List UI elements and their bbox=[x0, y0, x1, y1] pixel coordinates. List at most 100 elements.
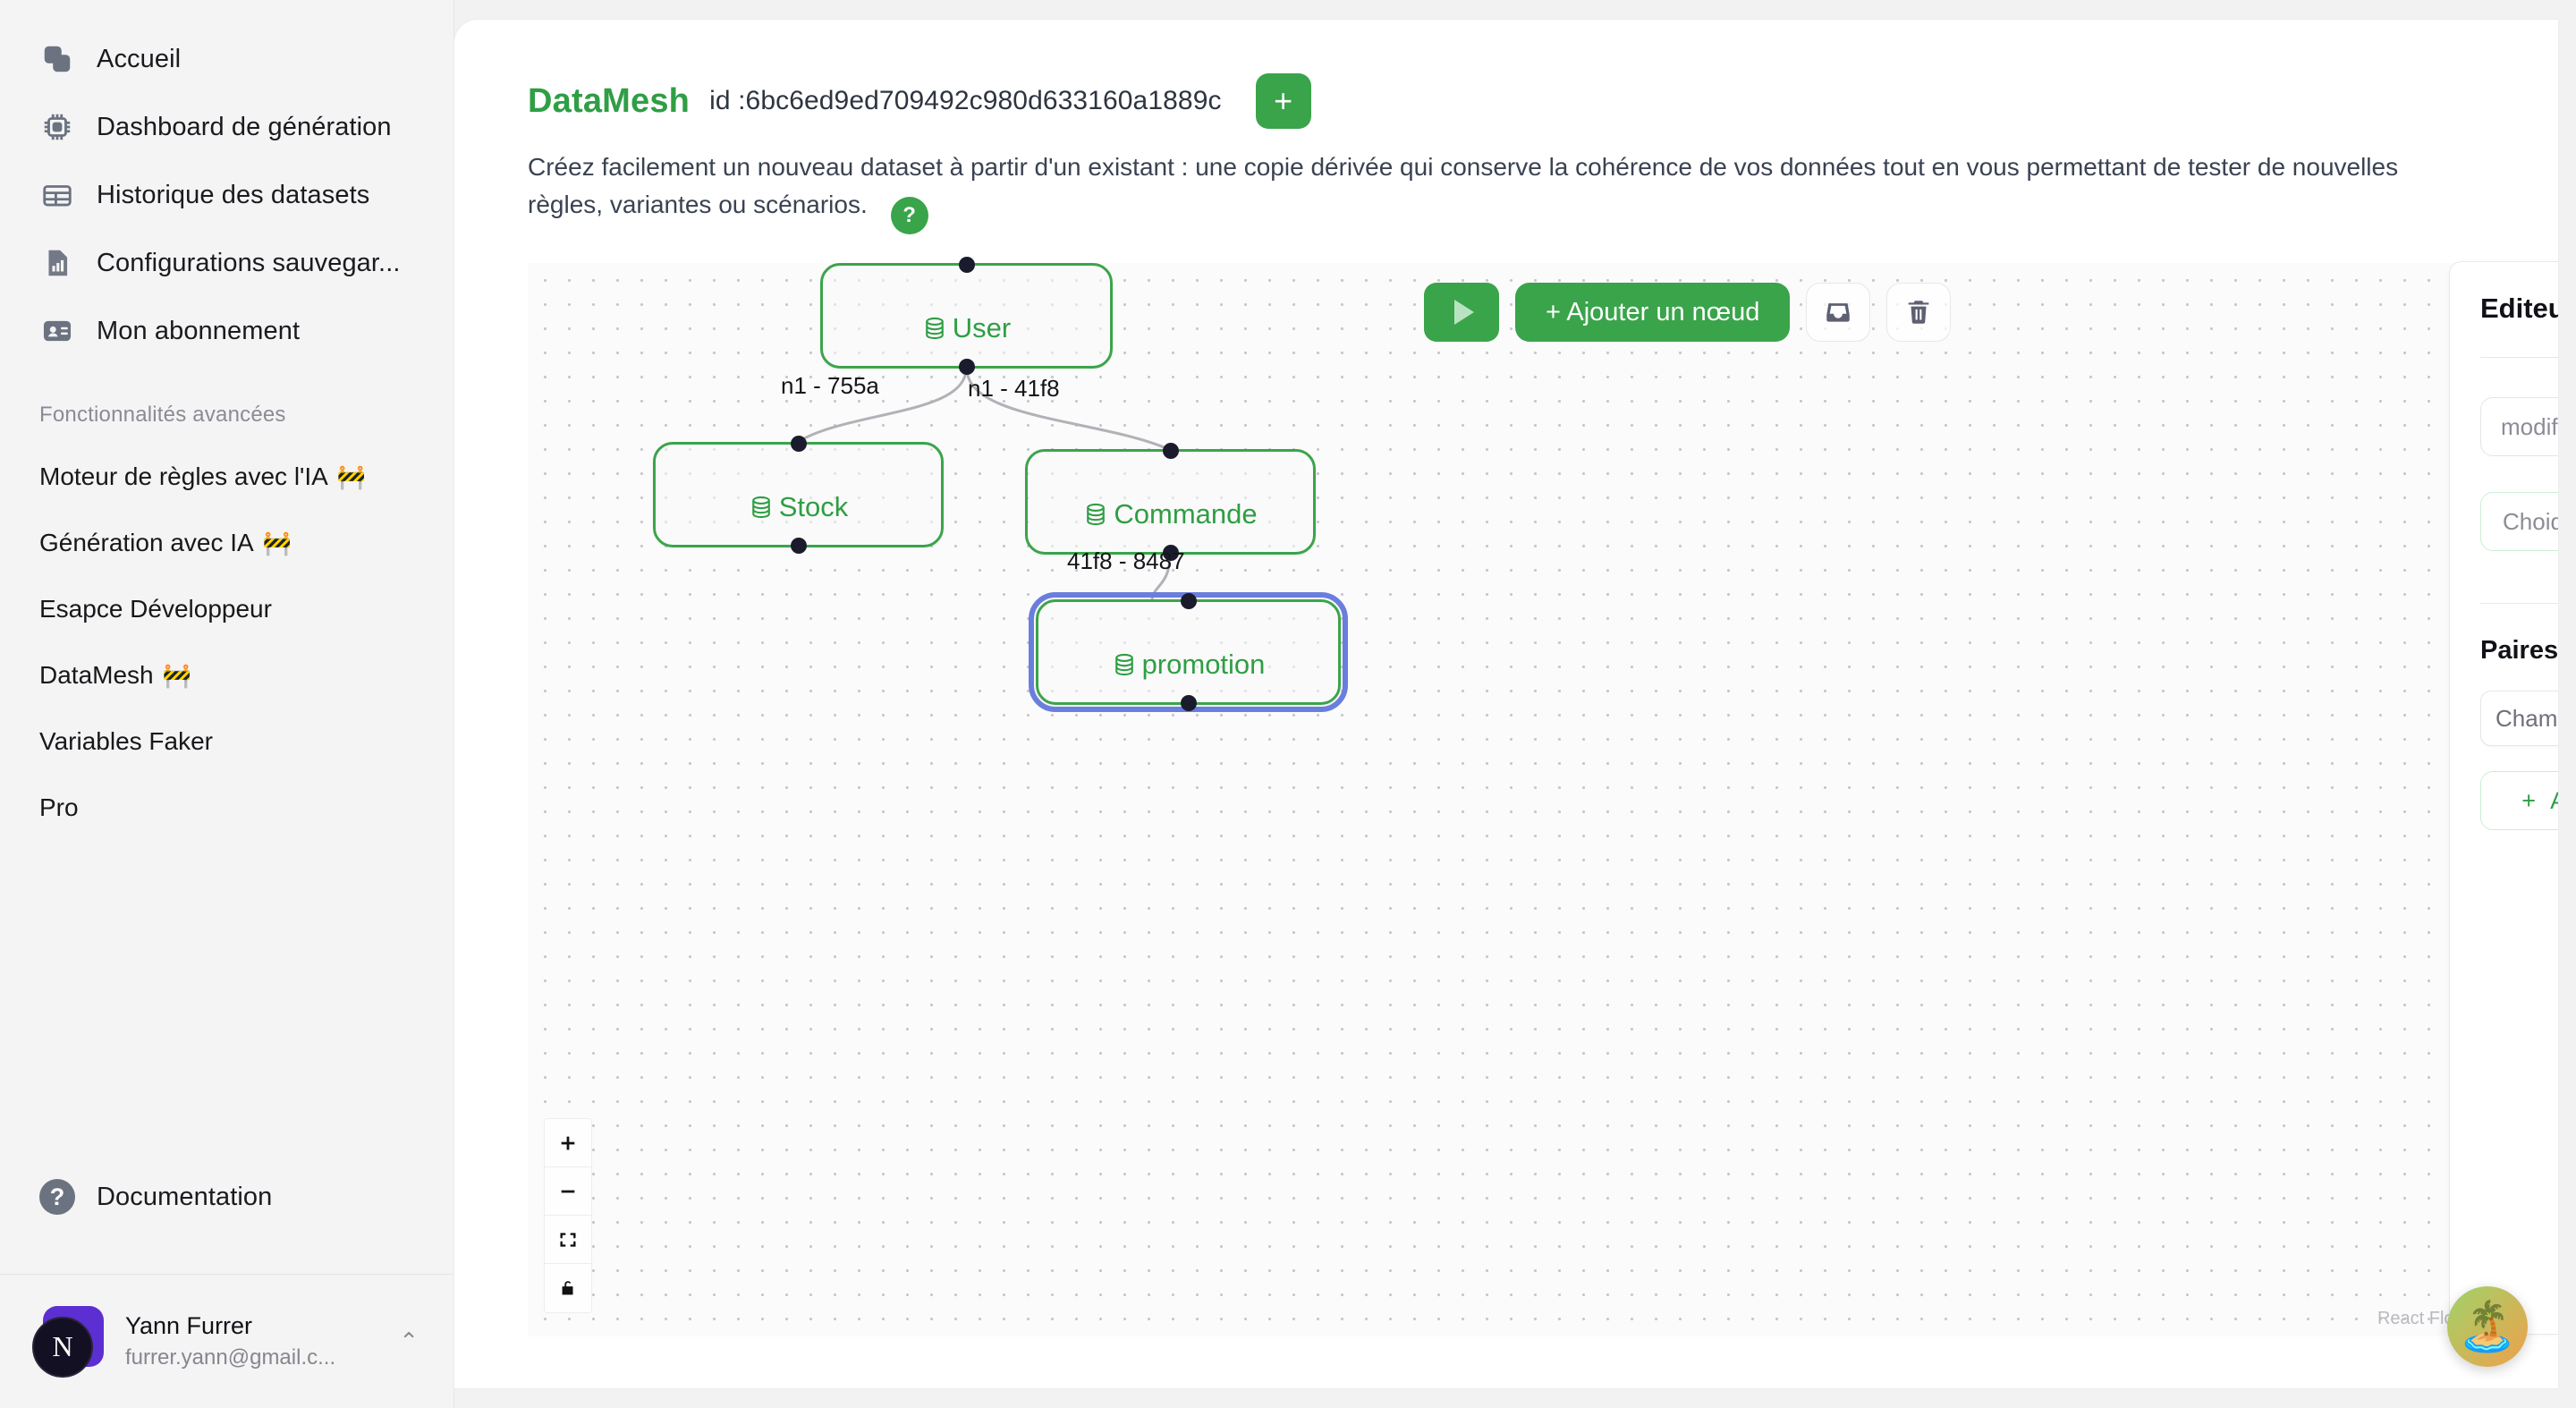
node-handle-bottom[interactable] bbox=[1180, 695, 1197, 711]
sidebar-item-abonnement[interactable]: Mon abonnement bbox=[0, 297, 453, 365]
sidebar-item-documentation[interactable]: ? Documentation bbox=[0, 1165, 453, 1229]
panel-title: Editeur de dataset (promotion) bbox=[2480, 293, 2558, 324]
main-content-card: DataMesh id :6bc6ed9ed709492c980d633160a… bbox=[454, 20, 2558, 1388]
pair-row: Champ ⌄ → Champ ⌄ Suppr. bbox=[2480, 691, 2558, 746]
profile-email: furrer.yann@gmail.c... bbox=[125, 1345, 336, 1370]
page-description: Créez facilement un nouveau dataset à pa… bbox=[528, 148, 2478, 234]
primary-nav: Accueil Dashboard de génération Historiq… bbox=[0, 0, 453, 365]
advanced-nav: Moteur de règles avec l'IA 🚧 Génération … bbox=[0, 444, 453, 841]
file-chart-icon bbox=[39, 245, 75, 281]
sidebar-item-label: Accueil bbox=[97, 44, 182, 73]
documentation-label: Documentation bbox=[97, 1182, 273, 1211]
help-icon: ? bbox=[39, 1179, 75, 1215]
react-flow-attribution[interactable]: React Flow bbox=[2377, 1309, 2467, 1328]
edge-label-user-commande: n1 - 41f8 bbox=[968, 375, 1060, 402]
dataset-editor-panel: Editeur de dataset (promotion) ✓ Choidir… bbox=[2449, 261, 2558, 1335]
sidebar-item-configurations[interactable]: Configurations sauvegar... bbox=[0, 229, 453, 297]
add-pair-label: Ajouter une paire bbox=[2550, 787, 2558, 815]
advanced-item-label: DataMesh bbox=[39, 661, 154, 689]
table-icon bbox=[39, 177, 75, 213]
avatar: N bbox=[32, 1305, 104, 1378]
sidebar-item-label: Dashboard de génération bbox=[97, 112, 392, 141]
zoom-out-button[interactable] bbox=[545, 1167, 591, 1216]
node-handle-top[interactable] bbox=[958, 257, 975, 273]
run-flow-button[interactable] bbox=[1424, 283, 1499, 342]
flow-node-user[interactable]: User bbox=[820, 257, 1113, 375]
node-handle-top[interactable] bbox=[1180, 593, 1197, 609]
sidebar-section-title: Fonctionnalités avancées bbox=[39, 403, 286, 427]
dataset-config-placeholder: Choidir un config de dataset bbox=[2503, 507, 2558, 535]
database-icon bbox=[925, 317, 944, 340]
construction-icon: 🚧 bbox=[336, 462, 367, 490]
database-icon bbox=[751, 496, 770, 519]
node-name: promotion bbox=[1141, 649, 1266, 680]
zoom-in-button[interactable] bbox=[545, 1119, 591, 1167]
node-name: Commande bbox=[1114, 498, 1258, 530]
flow-toolbar: + Ajouter un nœud bbox=[1424, 283, 1952, 342]
advanced-item-label: Génération avec IA bbox=[39, 529, 254, 556]
play-icon bbox=[1453, 300, 1474, 325]
sidebar-item-datamesh[interactable]: DataMesh 🚧 bbox=[0, 642, 453, 708]
page-title: DataMesh bbox=[528, 81, 691, 120]
help-badge-icon[interactable]: ? bbox=[890, 197, 928, 234]
node-name: Stock bbox=[778, 491, 849, 522]
floating-island-button[interactable]: 🏝️ bbox=[2447, 1286, 2528, 1367]
advanced-item-label: Esapce Développeur bbox=[39, 595, 272, 623]
edge-label-user-stock: n1 - 755a bbox=[781, 372, 879, 399]
rename-row: ✓ bbox=[2480, 397, 2558, 456]
avatar-initial: N bbox=[32, 1316, 93, 1378]
dataset-id: id :6bc6ed9ed709492c980d633160a1889c bbox=[709, 86, 1222, 115]
node-label: promotion bbox=[1112, 627, 1266, 702]
id-card-icon bbox=[39, 313, 75, 349]
advanced-item-label: Variables Faker bbox=[39, 727, 214, 755]
node-handle-bottom[interactable] bbox=[1162, 545, 1179, 561]
sidebar-item-moteur-regles[interactable]: Moteur de règles avec l'IA 🚧 bbox=[0, 444, 453, 510]
node-handle-top[interactable] bbox=[1162, 443, 1179, 459]
node-label: Stock bbox=[749, 470, 849, 545]
node-label: Commande bbox=[1083, 477, 1258, 552]
plus-icon: + bbox=[2521, 786, 2537, 814]
flow-node-promotion[interactable]: promotion bbox=[1029, 592, 1348, 712]
add-dataset-button[interactable]: + bbox=[1255, 73, 1311, 129]
sidebar-item-accueil[interactable]: Accueil bbox=[0, 25, 453, 93]
flow-canvas[interactable]: + Ajouter un nœud User bbox=[528, 257, 2479, 1336]
fit-view-button[interactable] bbox=[545, 1216, 591, 1264]
pairs-header: Paires origine / cible 1 paire(s) bbox=[2480, 636, 2558, 666]
sidebar-item-historique[interactable]: Historique des datasets bbox=[0, 161, 453, 229]
sidebar-item-generation-ia[interactable]: Génération avec IA 🚧 bbox=[0, 510, 453, 576]
lock-button[interactable] bbox=[545, 1264, 591, 1312]
sidebar-item-label: Mon abonnement bbox=[97, 316, 301, 345]
copy-icon bbox=[39, 41, 75, 77]
advanced-item-label: Pro bbox=[39, 793, 79, 821]
dataset-name-input[interactable] bbox=[2480, 397, 2558, 456]
node-handle-bottom[interactable] bbox=[958, 359, 975, 375]
panel-divider-secondary bbox=[2480, 603, 2558, 604]
database-icon bbox=[1114, 653, 1133, 676]
add-pair-button[interactable]: + Ajouter une paire bbox=[2480, 771, 2558, 830]
add-node-button[interactable]: + Ajouter un nœud bbox=[1515, 283, 1791, 342]
advanced-item-label: Moteur de règles avec l'IA bbox=[39, 462, 328, 490]
construction-icon: 🚧 bbox=[162, 661, 191, 689]
sidebar-item-variables-faker[interactable]: Variables Faker bbox=[0, 708, 453, 775]
pair-source-select[interactable]: Champ ⌄ bbox=[2480, 691, 2558, 746]
pair-source-label: Champ bbox=[2496, 704, 2558, 732]
flow-controls bbox=[544, 1118, 592, 1313]
flow-edges bbox=[797, 368, 1172, 600]
sidebar-item-label: Configurations sauvegar... bbox=[97, 248, 401, 277]
chevron-up-icon[interactable]: ⌃ bbox=[399, 1327, 419, 1354]
node-name: User bbox=[952, 312, 1012, 344]
user-profile[interactable]: N Yann Furrer furrer.yann@gmail.c... ⌃ bbox=[0, 1274, 454, 1408]
dataset-config-select[interactable]: Choidir un config de dataset ⌄ bbox=[2480, 492, 2558, 551]
page-header: DataMesh id :6bc6ed9ed709492c980d633160a… bbox=[454, 20, 2558, 234]
node-handle-top[interactable] bbox=[790, 436, 807, 452]
page-description-text: Créez facilement un nouveau dataset à pa… bbox=[528, 153, 2399, 218]
sidebar-item-dashboard[interactable]: Dashboard de génération bbox=[0, 93, 453, 161]
flow-node-commande[interactable]: Commande bbox=[1025, 443, 1316, 561]
flow-node-stock[interactable]: Stock bbox=[653, 436, 944, 554]
inbox-icon[interactable] bbox=[1806, 283, 1871, 342]
trash-icon[interactable] bbox=[1886, 283, 1952, 342]
node-handle-bottom[interactable] bbox=[790, 538, 807, 554]
sidebar-item-pro[interactable]: Pro bbox=[0, 775, 453, 841]
sidebar-item-espace-developpeur[interactable]: Esapce Développeur bbox=[0, 576, 453, 642]
database-icon bbox=[1087, 503, 1106, 526]
